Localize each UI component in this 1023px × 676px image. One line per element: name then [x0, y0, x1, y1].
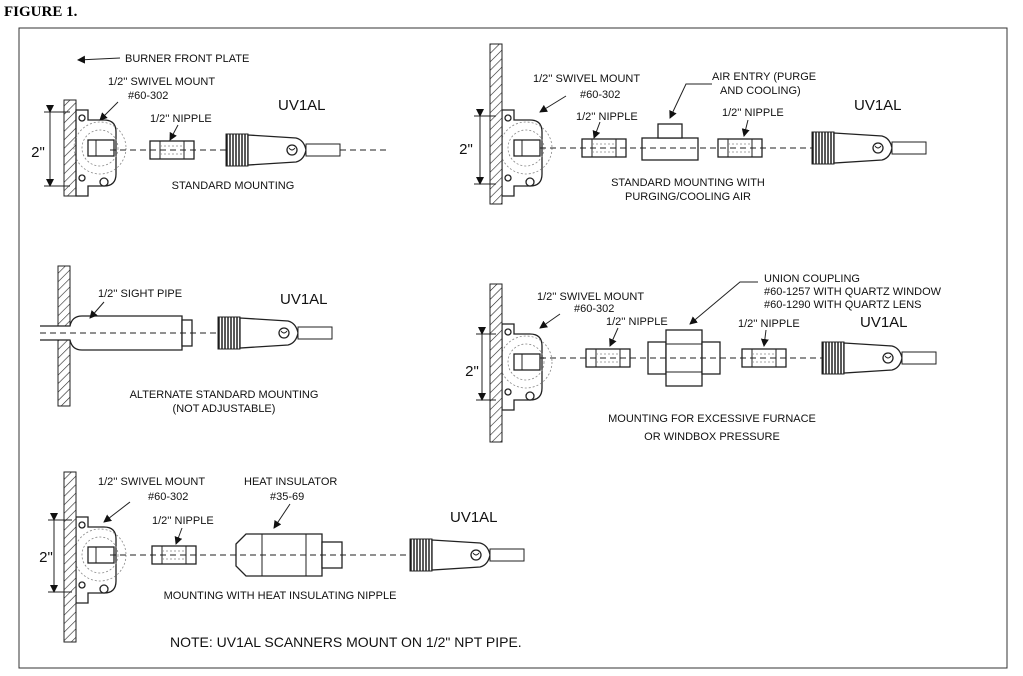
burner-front-plate-label: BURNER FRONT PLATE	[125, 53, 249, 65]
caption-2: OR WINDBOX PRESSURE	[644, 431, 780, 443]
air-entry-label-2: AND COOLING)	[720, 85, 801, 97]
union-label-3: #60-1290 WITH QUARTZ LENS	[764, 299, 922, 311]
air-entry-tee	[641, 123, 699, 161]
swivel-part-label: #60-302	[574, 303, 614, 315]
swivel-part-label: #60-302	[128, 90, 168, 102]
caption-2: (NOT ADJUSTABLE)	[173, 403, 276, 415]
dimension-label: 2"	[459, 141, 473, 158]
swivel-mount-label: 1/2'' SWIVEL MOUNT	[533, 73, 640, 85]
scanner-label: UV1AL	[860, 314, 908, 331]
caption-1: STANDARD MOUNTING WITH	[611, 177, 765, 189]
uv1al-scanner	[811, 131, 927, 165]
swivel-mount-label: 1/2'' SWIVEL MOUNT	[108, 76, 215, 88]
caption: MOUNTING WITH HEAT INSULATING NIPPLE	[164, 590, 397, 602]
union-label-1: UNION COUPLING	[764, 273, 860, 285]
uv1al-scanner	[225, 133, 341, 167]
sight-pipe-label: 1/2'' SIGHT PIPE	[98, 288, 182, 300]
dimension-label: 2"	[31, 144, 45, 161]
caption-2: PURGING/COOLING AIR	[625, 191, 751, 203]
union-label-2: #60-1257 WITH QUARTZ WINDOW	[764, 286, 942, 298]
caption: STANDARD MOUNTING	[172, 180, 295, 192]
panel-excessive-pressure: 2" UNION COUPLING #60-1257 WITH QUARTZ W…	[465, 273, 941, 443]
scanner-label: UV1AL	[854, 97, 902, 114]
nipple-label: 1/2'' NIPPLE	[152, 515, 214, 527]
panel-standard-mounting: 2" BURNER FRONT PLATE 1/2'' SWIVEL MOUNT…	[31, 53, 388, 197]
uv1al-scanner	[409, 538, 525, 572]
nipple-left-label: 1/2'' NIPPLE	[576, 111, 638, 123]
swivel-part-label: #60-302	[580, 89, 620, 101]
figure-title: FIGURE 1.	[4, 4, 78, 20]
scanner-label: UV1AL	[280, 291, 328, 308]
heat-insulator-part-label: #35-69	[270, 491, 304, 503]
swivel-mount	[63, 99, 127, 197]
scanner-label: UV1AL	[278, 97, 326, 114]
swivel-mount-label: 1/2'' SWIVEL MOUNT	[537, 291, 644, 303]
panel-sight-pipe: 1/2'' SIGHT PIPE UV1AL ALTERNATE STANDAR…	[40, 265, 333, 415]
swivel-mount-label: 1/2'' SWIVEL MOUNT	[98, 476, 205, 488]
panel-purging-mounting: 2" 1/2'' SWIVEL MOUNT #60-302 1/2'' NIPP…	[459, 43, 927, 205]
uv1al-scanner	[821, 341, 937, 375]
swivel-part-label: #60-302	[148, 491, 188, 503]
heat-insulator-label: HEAT INSULATOR	[244, 476, 337, 488]
mounting-note: NOTE: UV1AL SCANNERS MOUNT ON 1/2" NPT P…	[170, 634, 522, 650]
dimension-label: 2"	[39, 549, 53, 566]
nipple-right-label: 1/2'' NIPPLE	[722, 107, 784, 119]
uv1al-scanner	[217, 316, 333, 350]
air-entry-label-1: AIR ENTRY (PURGE	[712, 71, 816, 83]
dimension-label: 2"	[465, 363, 479, 380]
nipple-left-label: 1/2'' NIPPLE	[606, 316, 668, 328]
nipple-right-label: 1/2'' NIPPLE	[738, 318, 800, 330]
caption-1: ALTERNATE STANDARD MOUNTING	[130, 389, 319, 401]
scanner-label: UV1AL	[450, 509, 498, 526]
panel-heat-insulator: 2" 1/2'' SWIVEL MOUNT #60-302 1/2'' NIPP…	[39, 471, 525, 643]
figure-frame	[18, 27, 1008, 669]
nipple-label: 1/2'' NIPPLE	[150, 113, 212, 125]
caption-1: MOUNTING FOR EXCESSIVE FURNACE	[608, 413, 816, 425]
